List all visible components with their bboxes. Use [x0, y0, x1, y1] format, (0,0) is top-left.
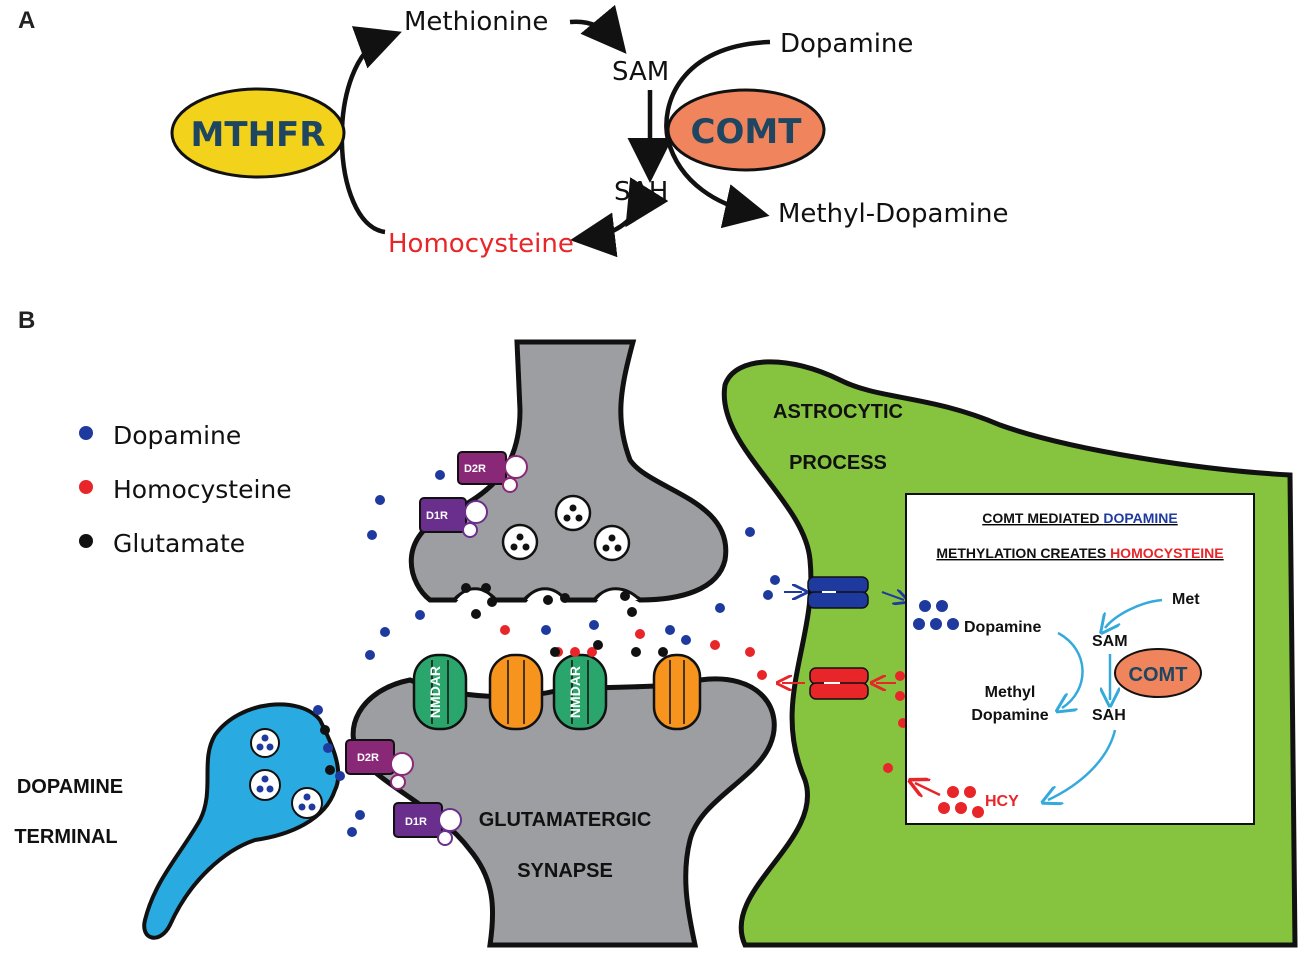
inset-title-line2: METHYLATION CREATES HOMOCYSTEINE — [936, 545, 1223, 561]
astrocytic-label-line2: PROCESS — [789, 452, 887, 474]
legend-homocysteine-marker — [79, 480, 93, 494]
inset-hcy-label: HCY — [985, 793, 1019, 810]
dopamine-terminal-label-line2: TERMINAL — [14, 826, 117, 848]
nmdar-label-right: NMDAR — [567, 666, 583, 718]
d1r-label-bottom: D1R — [405, 816, 427, 828]
inset-title-line1-highlight: DOPAMINE — [1103, 510, 1177, 526]
legend-glutamate-marker — [79, 534, 93, 548]
inset-met-to-sam-arrow — [1105, 598, 1163, 628]
inset-title-line2-prefix: METHYLATION CREATES — [936, 545, 1110, 561]
sah-homocysteine-arrow — [570, 177, 669, 258]
dopamine-molecules — [313, 470, 780, 837]
panel-b-label: B — [18, 307, 35, 334]
methionine-to-sam-arrow — [569, 4, 627, 54]
d1r-label-top: D1R — [426, 510, 448, 522]
d2r-label-bottom: D2R — [357, 752, 379, 764]
inset-title-line1: COMT MEDIATED DOPAMINE — [982, 510, 1178, 526]
glutamatergic-label-line2: SYNAPSE — [517, 860, 613, 882]
homocysteine-transporter — [782, 667, 896, 700]
presynaptic-vesicles — [501, 494, 631, 562]
legend-glutamate-label: Glutamate — [113, 529, 245, 558]
dopamine-terminal-label-line1: DOPAMINE — [17, 776, 123, 798]
d1r-receptor-top: D1R — [419, 497, 488, 538]
comt-ellipse — [666, 88, 826, 172]
d1r-receptor-bottom: D1R — [393, 802, 462, 846]
methyl-dopamine-label: Methyl-Dopamine — [778, 199, 1008, 229]
d2r-receptor-bottom: D2R — [345, 739, 414, 790]
homocysteine-molecules — [500, 625, 908, 773]
dopamine-transporter — [784, 576, 904, 609]
inset-sah-to-hcy-arrow — [1048, 729, 1117, 800]
inset-dopamine-cluster — [913, 600, 959, 630]
inset-dopamine-label: Dopamine — [964, 619, 1041, 636]
nmdar-label-left: NMDAR — [427, 666, 443, 718]
inset-met-label: Met — [1172, 591, 1200, 608]
legend-homocysteine-label: Homocysteine — [113, 475, 292, 504]
comt-label: COMT — [691, 112, 803, 152]
inset-hcy-cluster — [938, 786, 984, 818]
glutamate-molecules — [320, 583, 668, 775]
glutamate-channel-orange-left — [488, 653, 544, 731]
inset-methyl-label: Methyl — [985, 684, 1036, 701]
glutamate-channel-orange-right — [652, 653, 702, 731]
inset-dopamine-to-methyl-arrow — [1058, 631, 1084, 708]
sam-label: SAM — [612, 57, 669, 87]
homocysteine-label: Homocysteine — [388, 229, 574, 259]
inset-sam-label: SAM — [1092, 633, 1128, 650]
methionine-label: Methionine — [404, 7, 548, 37]
nmdar-channel-right: NMDAR — [552, 653, 608, 731]
inset-methyl-dopamine-label: Dopamine — [971, 707, 1048, 724]
mthfr-ellipse — [170, 87, 346, 179]
astrocytic-label-line1: ASTROCYTIC — [773, 401, 903, 423]
dopamine-terminal — [142, 702, 341, 940]
mthfr-cycle-arrow — [339, 26, 402, 235]
legend-dopamine-label: Dopamine — [113, 421, 241, 450]
panel-a-label: A — [18, 7, 35, 34]
sah-label: SAH — [614, 177, 668, 207]
inset-hcy-export-arrow — [915, 783, 941, 795]
d2r-receptor-top: D2R — [457, 451, 528, 493]
comt-cycle-arrow — [664, 39, 771, 229]
inset-comt-ellipse — [1114, 648, 1202, 698]
legend-dopamine-marker — [79, 426, 93, 440]
dopamine-label: Dopamine — [780, 29, 913, 59]
mthfr-label: MTHFR — [191, 115, 326, 155]
inset-sah-label: SAH — [1092, 707, 1126, 724]
inset-title-line1-prefix: COMT MEDIATED — [982, 510, 1103, 526]
glutamatergic-label-line1: GLUTAMATERGIC — [479, 809, 652, 831]
nmdar-channel-left: NMDAR — [412, 653, 468, 731]
inset-title-line2-highlight: HOMOCYSTEINE — [1110, 545, 1224, 561]
legend: Dopamine Homocysteine Glutamate — [79, 421, 292, 558]
d2r-label-top: D2R — [464, 463, 486, 475]
inset-comt-label: COMT — [1129, 664, 1188, 686]
dopamine-vesicles — [249, 728, 323, 819]
